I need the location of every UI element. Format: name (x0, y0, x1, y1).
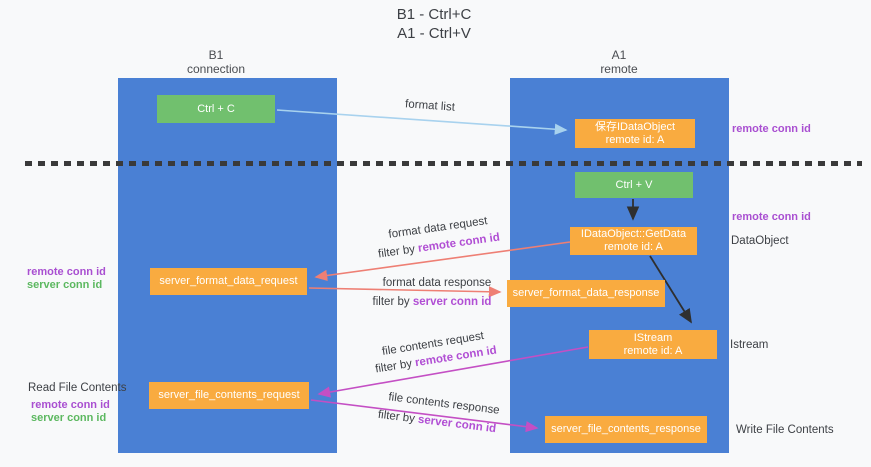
ctrl-v-label: Ctrl + V (615, 178, 653, 191)
server-file-contents-response-label: server_file_contents_response (551, 423, 701, 435)
lane-header-b1: B1 connection (156, 48, 276, 76)
node-server-format-data-request: server_format_data_request (150, 268, 307, 295)
phase-separator-dashed-line (25, 161, 862, 166)
node-save-idataobject: 保存IDataObject remote id: A (575, 119, 695, 148)
ctrl-c-label: Ctrl + C (197, 102, 235, 115)
save-idataobject-line2: remote id: A (605, 133, 665, 146)
server-format-data-request-label: server_format_data_request (159, 275, 298, 287)
server-conn-id-text: server conn id (412, 296, 492, 308)
lane-a1-subtitle: remote (600, 62, 638, 76)
node-idataobject-getdata: IDataObject::GetData remote id: A (570, 227, 697, 255)
lane-a1-title: A1 (611, 48, 627, 62)
left-remote-conn-id-top: remote conn id (27, 266, 106, 278)
left-server-conn-id-bottom: server conn id (31, 412, 107, 424)
server-conn-id-text: server conn id (417, 413, 497, 436)
title-line-2: A1 - Ctrl+V (397, 25, 471, 42)
istream-line2: remote id: A (623, 344, 683, 357)
node-istream: IStream remote id: A (589, 330, 717, 359)
getdata-line2: remote id: A (604, 241, 663, 253)
lane-b1-title: B1 (208, 48, 224, 62)
diagram-title: B1 - Ctrl+C A1 - Ctrl+V (284, 5, 584, 43)
format-list-label: format list (404, 98, 456, 114)
server-format-data-response-label: server_format_data_response (512, 287, 660, 299)
write-file-contents-label: Write File Contents (736, 424, 834, 436)
filter-by-text: filter by (374, 357, 417, 376)
filter-by-text: filter by (377, 408, 419, 426)
filter-by-text: filter by (377, 242, 419, 261)
dataobject-label: DataObject (731, 235, 789, 247)
node-server-format-data-response: server_format_data_response (507, 280, 665, 307)
left-remote-conn-id-bottom: remote conn id (31, 399, 110, 411)
getdata-line1: IDataObject::GetData (580, 228, 687, 240)
node-server-file-contents-request: server_file_contents_request (149, 382, 309, 409)
lane-b1-subtitle: connection (186, 62, 246, 76)
filter-by-server-conn-id-label-1: filter by server conn id (371, 296, 493, 308)
lane-header-a1: A1 remote (559, 48, 679, 76)
istream-line1: IStream (633, 331, 673, 344)
left-server-conn-id-top: server conn id (27, 279, 103, 291)
istream-side-label: Istream (730, 339, 769, 351)
node-ctrl-v: Ctrl + V (575, 172, 693, 198)
node-server-file-contents-response: server_file_contents_response (545, 416, 707, 443)
title-line-1: B1 - Ctrl+C (396, 6, 472, 23)
right-remote-conn-id-top: remote conn id (732, 123, 811, 135)
server-file-contents-request-label: server_file_contents_request (158, 389, 300, 401)
format-data-response-label: format data response (382, 277, 492, 289)
right-remote-conn-id-mid: remote conn id (732, 211, 811, 223)
save-idataobject-line1: 保存IDataObject (594, 120, 676, 133)
read-file-contents-label: Read File Contents (28, 382, 127, 394)
filter-by-text: filter by (372, 296, 413, 308)
node-ctrl-c: Ctrl + C (157, 95, 275, 123)
